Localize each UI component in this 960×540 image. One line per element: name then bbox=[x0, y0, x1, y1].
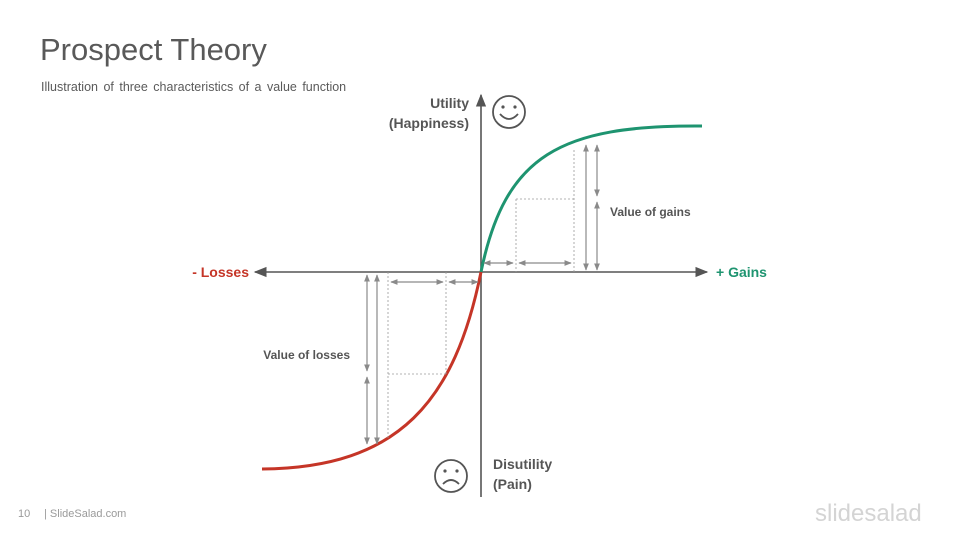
gains-guides bbox=[515, 150, 575, 272]
x-axis-right-label: + Gains bbox=[716, 264, 767, 280]
gains-curve bbox=[479, 124, 703, 273]
y-axis-top-label-line1: Utility bbox=[430, 95, 469, 111]
gains-measure-arrows bbox=[483, 144, 600, 271]
losses-measure-arrows bbox=[364, 274, 479, 445]
source-credit: | SlideSalad.com bbox=[44, 508, 127, 520]
page-title: Prospect Theory bbox=[40, 32, 267, 67]
y-axis-bottom-label-line1: Disutility bbox=[493, 456, 552, 472]
y-axis-top-label-line2: (Happiness) bbox=[389, 115, 469, 131]
page-number: 10 bbox=[18, 508, 31, 520]
gains-annotation: Value of gains bbox=[610, 205, 691, 219]
sad-face-icon bbox=[434, 459, 468, 493]
smiley-face-icon bbox=[492, 95, 526, 129]
losses-curve bbox=[261, 271, 483, 471]
losses-annotation: Value of losses bbox=[263, 348, 350, 362]
brand-logo: slidesalad bbox=[815, 500, 922, 527]
y-axis-bottom-label-line2: (Pain) bbox=[493, 476, 532, 492]
page-subtitle: Illustration of three characteristics of… bbox=[41, 80, 347, 94]
x-axis-left-label: - Losses bbox=[192, 264, 249, 280]
losses-guides bbox=[387, 272, 447, 440]
